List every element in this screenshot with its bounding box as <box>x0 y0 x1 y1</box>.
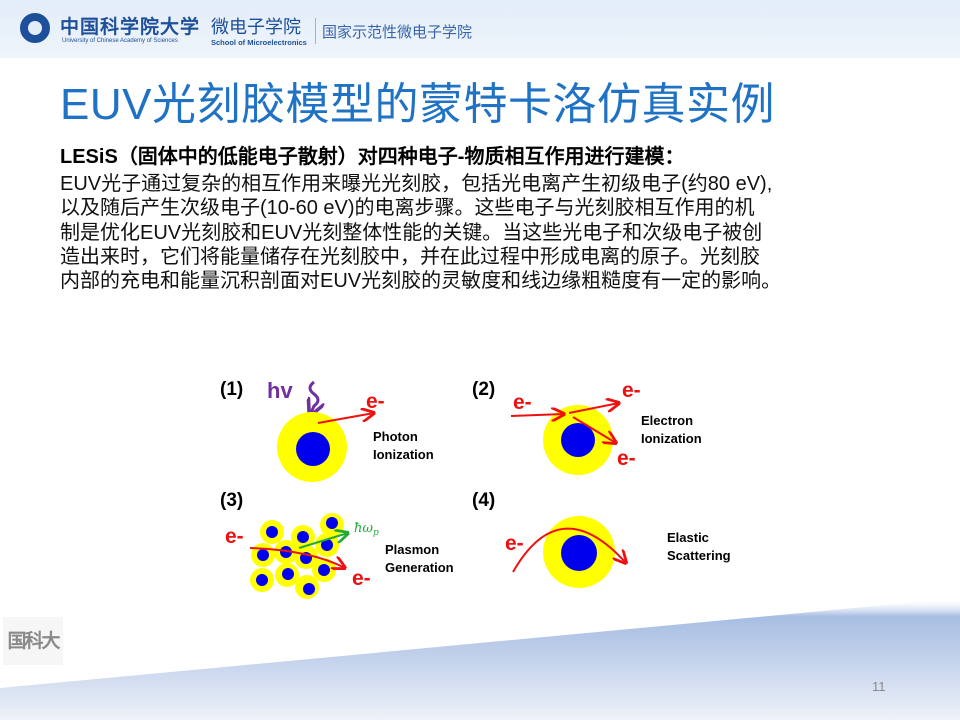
body-text: EUV光子通过复杂的相互作用来曝光光刻胶，包括光电离产生初级电子(约80 eV)… <box>60 172 781 293</box>
electron-arrow <box>317 413 374 424</box>
panel-3-number: (3) <box>220 490 243 511</box>
panel-2-label: Ionization <box>641 431 702 446</box>
panel-1-label: Photon <box>373 429 418 444</box>
demo-school-label: 国家示范性微电子学院 <box>322 24 473 41</box>
plasmon-symbol-sub: p <box>373 528 379 538</box>
electron-label: e- <box>225 525 244 548</box>
electron-label: e- <box>622 379 641 402</box>
ucas-seal-icon <box>20 13 50 43</box>
panel-4-label: Elastic <box>667 530 709 545</box>
atom-nucleus <box>561 423 595 457</box>
header-banner: 中国科学院大学 University of Chinese Academy of… <box>0 0 960 58</box>
body-line: 造出来时，它们将能量储存在光刻胶中，并在此过程中形成电离的原子。光刻胶 <box>60 245 760 268</box>
atom-nucleus <box>296 432 330 466</box>
electron-path <box>249 547 345 568</box>
school-name-cn: 微电子学院 <box>211 17 301 37</box>
panel-3-label: Plasmon <box>385 542 439 557</box>
panel-3-label: Generation <box>385 560 454 575</box>
body-line: 内部的充电和能量沉积剖面对EUV光刻胶的灵敏度和线边缘粗糙度有一定的影响。 <box>60 270 782 293</box>
school-name-en: School of Microelectronics <box>211 38 307 47</box>
electron-arrow <box>572 416 616 443</box>
panel-1-label: Ionization <box>373 447 434 462</box>
plasmon-arrow <box>298 533 348 549</box>
page-number: 11 <box>872 679 886 694</box>
electron-path <box>512 527 626 573</box>
lead-sentence: LESiS（固体中的低能电子散射）对四种电子-物质相互作用进行建模： <box>60 146 685 168</box>
panel-2-number: (2) <box>472 379 495 400</box>
panel-4-number: (4) <box>472 490 495 511</box>
university-name-cn: 中国科学院大学 <box>60 16 201 38</box>
atom-nucleus <box>561 535 597 571</box>
electron-label: e- <box>617 447 636 470</box>
electron-label: e- <box>352 567 371 590</box>
electron-label: e- <box>366 390 385 413</box>
panel-4-label: Scattering <box>667 548 731 563</box>
header-divider <box>315 18 316 44</box>
university-name-en: University of Chinese Academy of Science… <box>62 38 178 44</box>
plasmon-symbol-main: ħω <box>354 521 373 536</box>
panel-1-number: (1) <box>220 379 243 400</box>
photon-label: hv <box>267 378 293 403</box>
atom-cluster <box>250 513 344 599</box>
panel-2-label: Electron <box>641 413 693 428</box>
electron-arrow <box>568 403 619 414</box>
plasmon-symbol: ħωp <box>354 521 379 538</box>
photon-wave <box>310 380 318 415</box>
slide-title: EUV光刻胶模型的蒙特卡洛仿真实例 <box>60 80 775 129</box>
body-line: EUV光子通过复杂的相互作用来曝光光刻胶，包括光电离产生初级电子(约80 eV)… <box>60 173 773 195</box>
body-line: 以及随后产生次级电子(10-60 eV)的电离步骤。这些电子与光刻胶相互作用的机 <box>60 197 755 220</box>
electron-label: e- <box>505 532 524 555</box>
ucas-calligraphy-logo: 国科大 <box>3 617 63 665</box>
electron-arrow <box>510 414 564 416</box>
footer-wave <box>0 598 960 720</box>
body-line: 制是优化EUV光刻胶和EUV光刻整体性能的关键。当这些光电子和次级电子被创 <box>60 221 763 244</box>
electron-label: e- <box>513 391 532 414</box>
